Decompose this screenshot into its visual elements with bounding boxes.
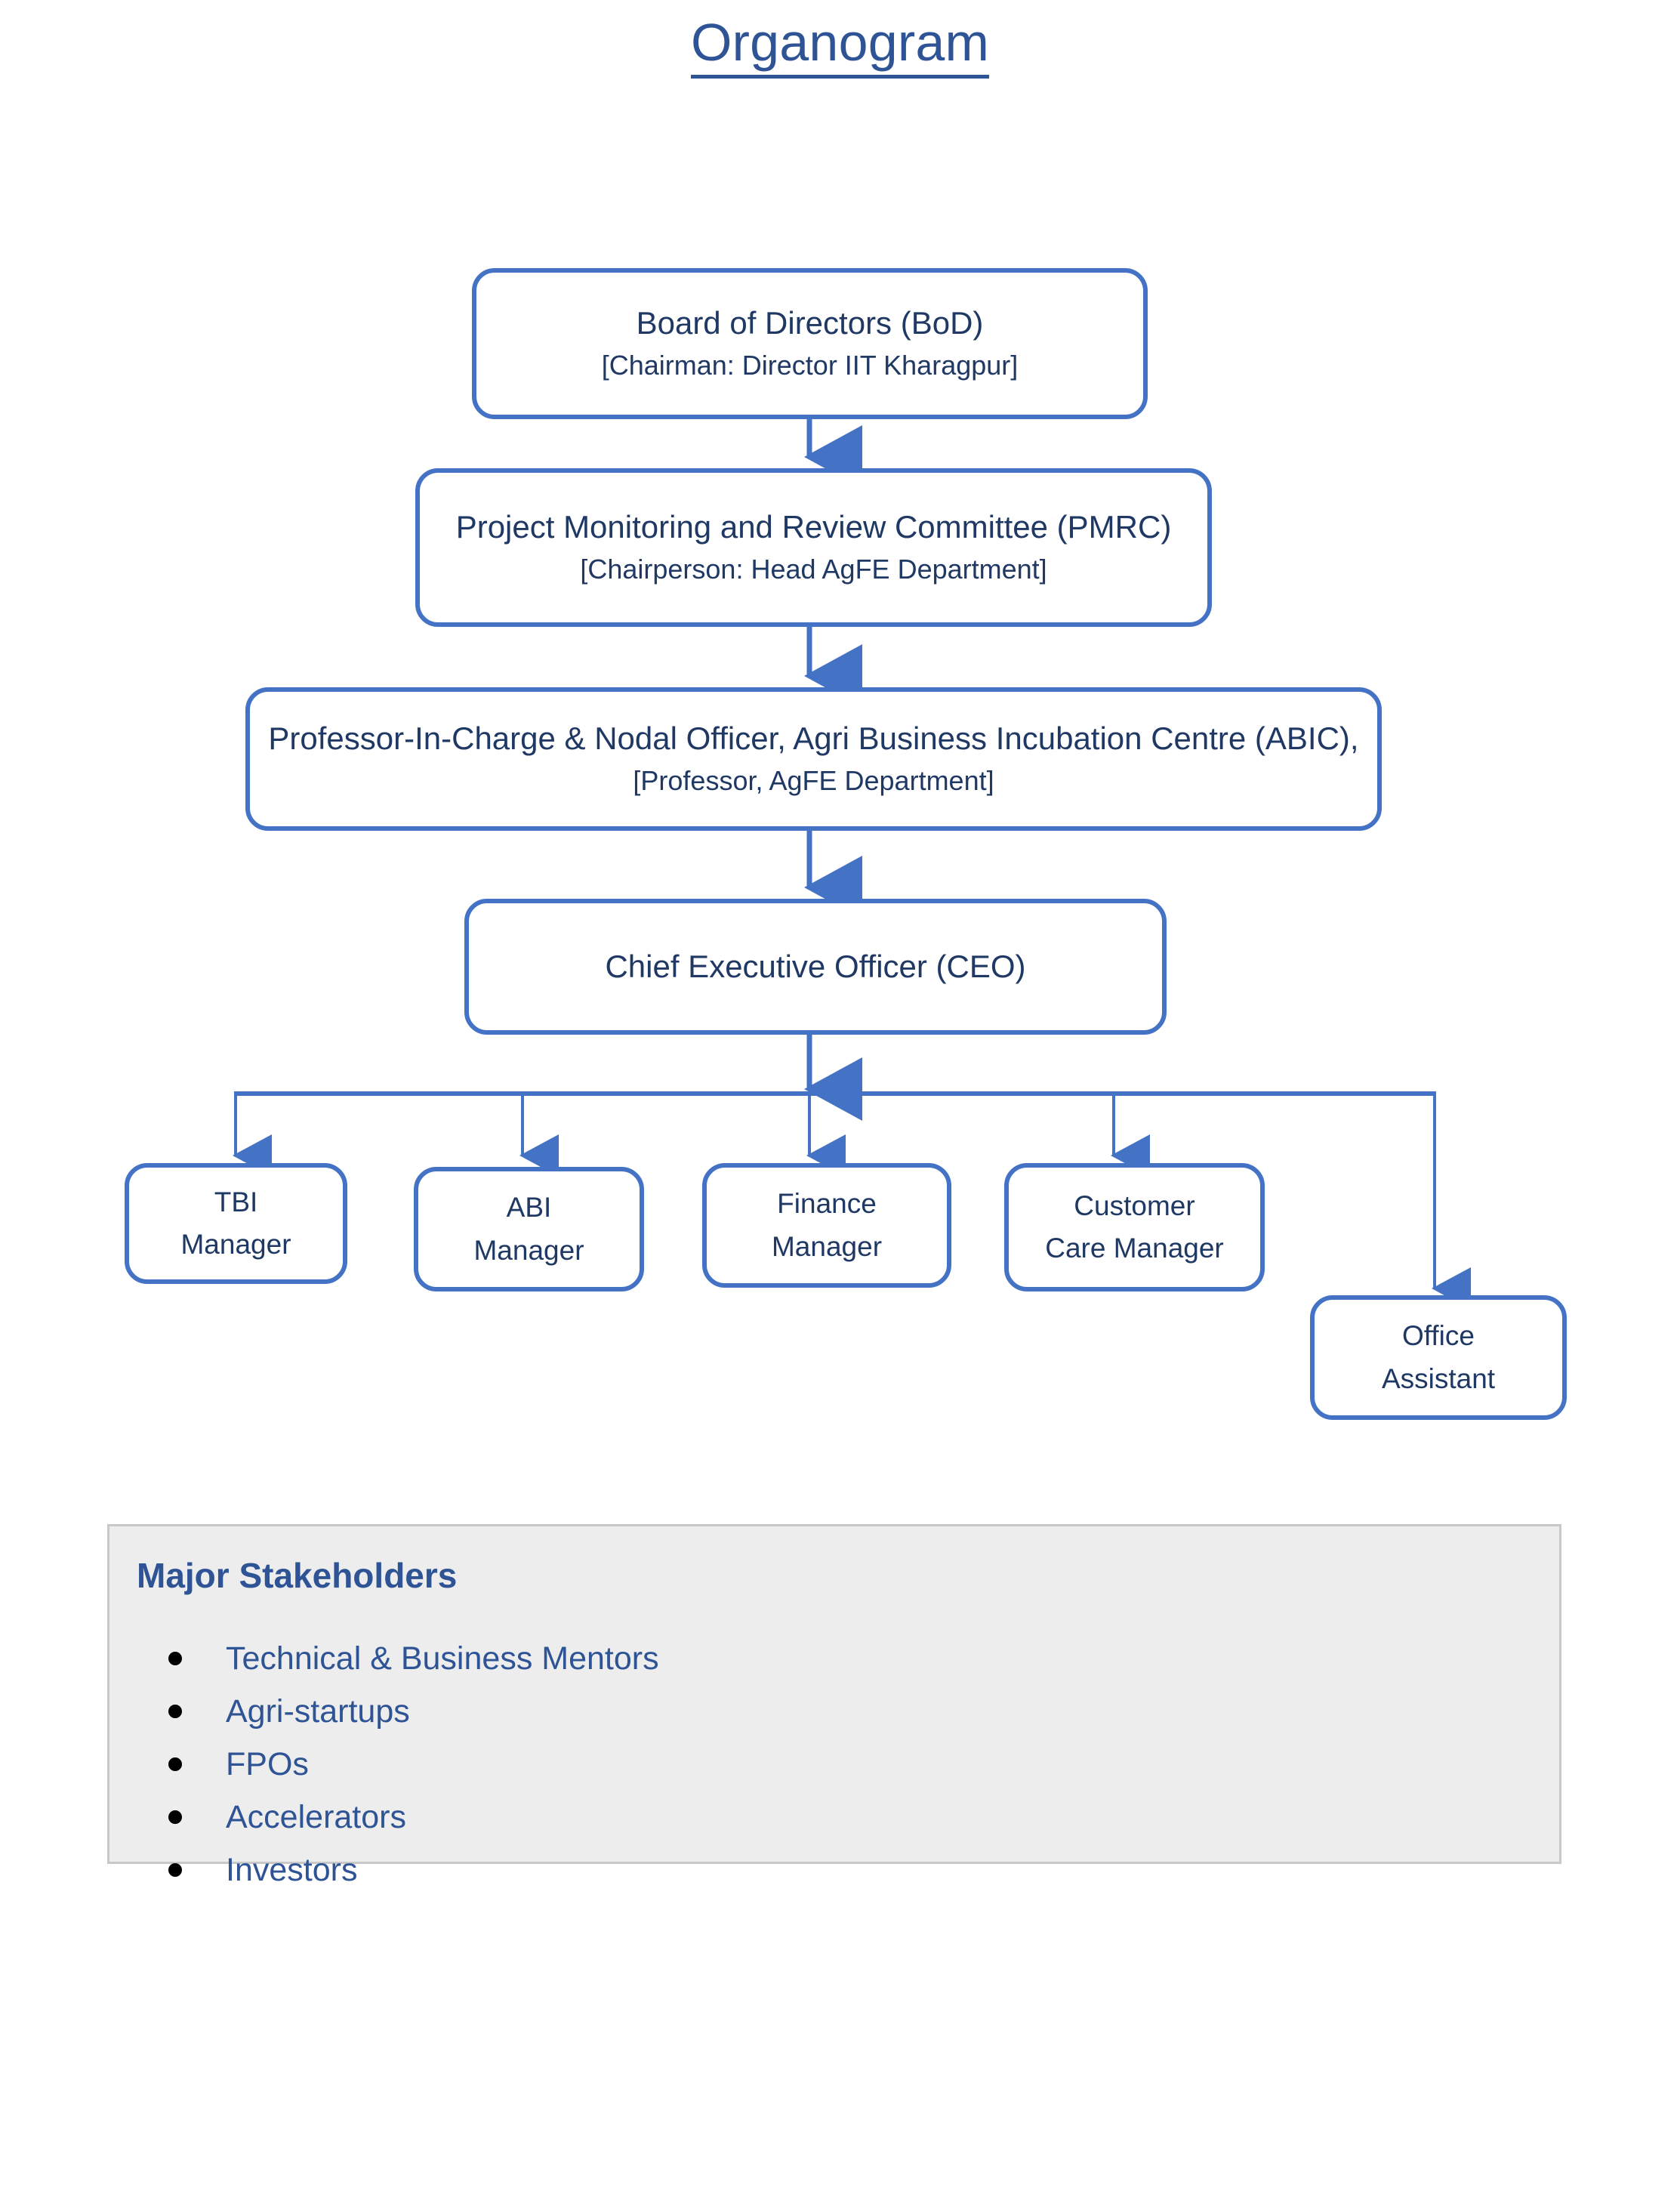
list-item: FPOs [168, 1738, 659, 1791]
stakeholder-label: FPOs [226, 1745, 309, 1782]
bullet-icon [168, 1652, 182, 1665]
list-item: Agri-startups [168, 1685, 659, 1738]
node-tbi-line2: Manager [180, 1229, 291, 1260]
node-tbi-manager[interactable]: TBI Manager [125, 1163, 347, 1284]
node-pmrc-title: Project Monitoring and Review Committee … [455, 509, 1172, 545]
node-customer-line1: Customer [1074, 1190, 1195, 1221]
list-item: Accelerators [168, 1791, 659, 1844]
node-customer-line2: Care Manager [1045, 1233, 1224, 1264]
page-title: Organogram [0, 13, 1680, 79]
bullet-icon [168, 1810, 182, 1824]
node-office-assistant[interactable]: Office Assistant [1310, 1295, 1567, 1420]
node-finance-manager[interactable]: Finance Manager [702, 1163, 951, 1288]
major-stakeholders-panel: Major Stakeholders Technical & Business … [107, 1524, 1561, 1888]
node-pmrc[interactable]: Project Monitoring and Review Committee … [415, 468, 1212, 627]
node-abi-line2: Manager [473, 1234, 584, 1266]
node-office-line1: Office [1402, 1320, 1475, 1352]
node-ceo-title: Chief Executive Officer (CEO) [605, 948, 1026, 984]
node-abi-manager[interactable]: ABI Manager [414, 1167, 644, 1291]
node-professor-in-charge[interactable]: Professor-In-Charge & Nodal Officer, Agr… [245, 687, 1382, 831]
node-abi-line1: ABI [506, 1192, 552, 1224]
node-board-of-directors[interactable]: Board of Directors (BoD) [Chairman: Dire… [472, 268, 1148, 419]
bullet-icon [168, 1863, 182, 1877]
node-ceo[interactable]: Chief Executive Officer (CEO) [464, 899, 1167, 1035]
node-pmrc-subtitle: [Chairperson: Head AgFE Department] [580, 553, 1047, 585]
bullet-icon [168, 1757, 182, 1771]
bullet-icon [168, 1705, 182, 1718]
node-office-line2: Assistant [1381, 1362, 1496, 1394]
stakeholder-label: Investors [226, 1851, 358, 1888]
page-title-text: Organogram [691, 13, 989, 79]
node-abic-title: Professor-In-Charge & Nodal Officer, Agr… [268, 721, 1359, 757]
node-bod-subtitle: [Chairman: Director IIT Kharagpur] [601, 349, 1019, 381]
stakeholder-label: Technical & Business Mentors [226, 1640, 659, 1677]
stakeholders-heading: Major Stakeholders [137, 1556, 458, 1595]
stakeholder-label: Accelerators [226, 1798, 406, 1835]
node-abic-subtitle: [Professor, AgFE Department] [633, 764, 994, 796]
node-finance-line2: Manager [771, 1230, 883, 1262]
node-tbi-line1: TBI [214, 1186, 258, 1217]
node-finance-line1: Finance [777, 1188, 877, 1220]
stakeholders-list: Technical & Business Mentors Agri-startu… [168, 1632, 659, 1896]
list-item: Technical & Business Mentors [168, 1632, 659, 1685]
node-bod-title: Board of Directors (BoD) [636, 305, 984, 341]
stakeholder-label: Agri-startups [226, 1693, 410, 1730]
list-item: Investors [168, 1844, 659, 1896]
node-customer-care-manager[interactable]: Customer Care Manager [1004, 1163, 1265, 1291]
